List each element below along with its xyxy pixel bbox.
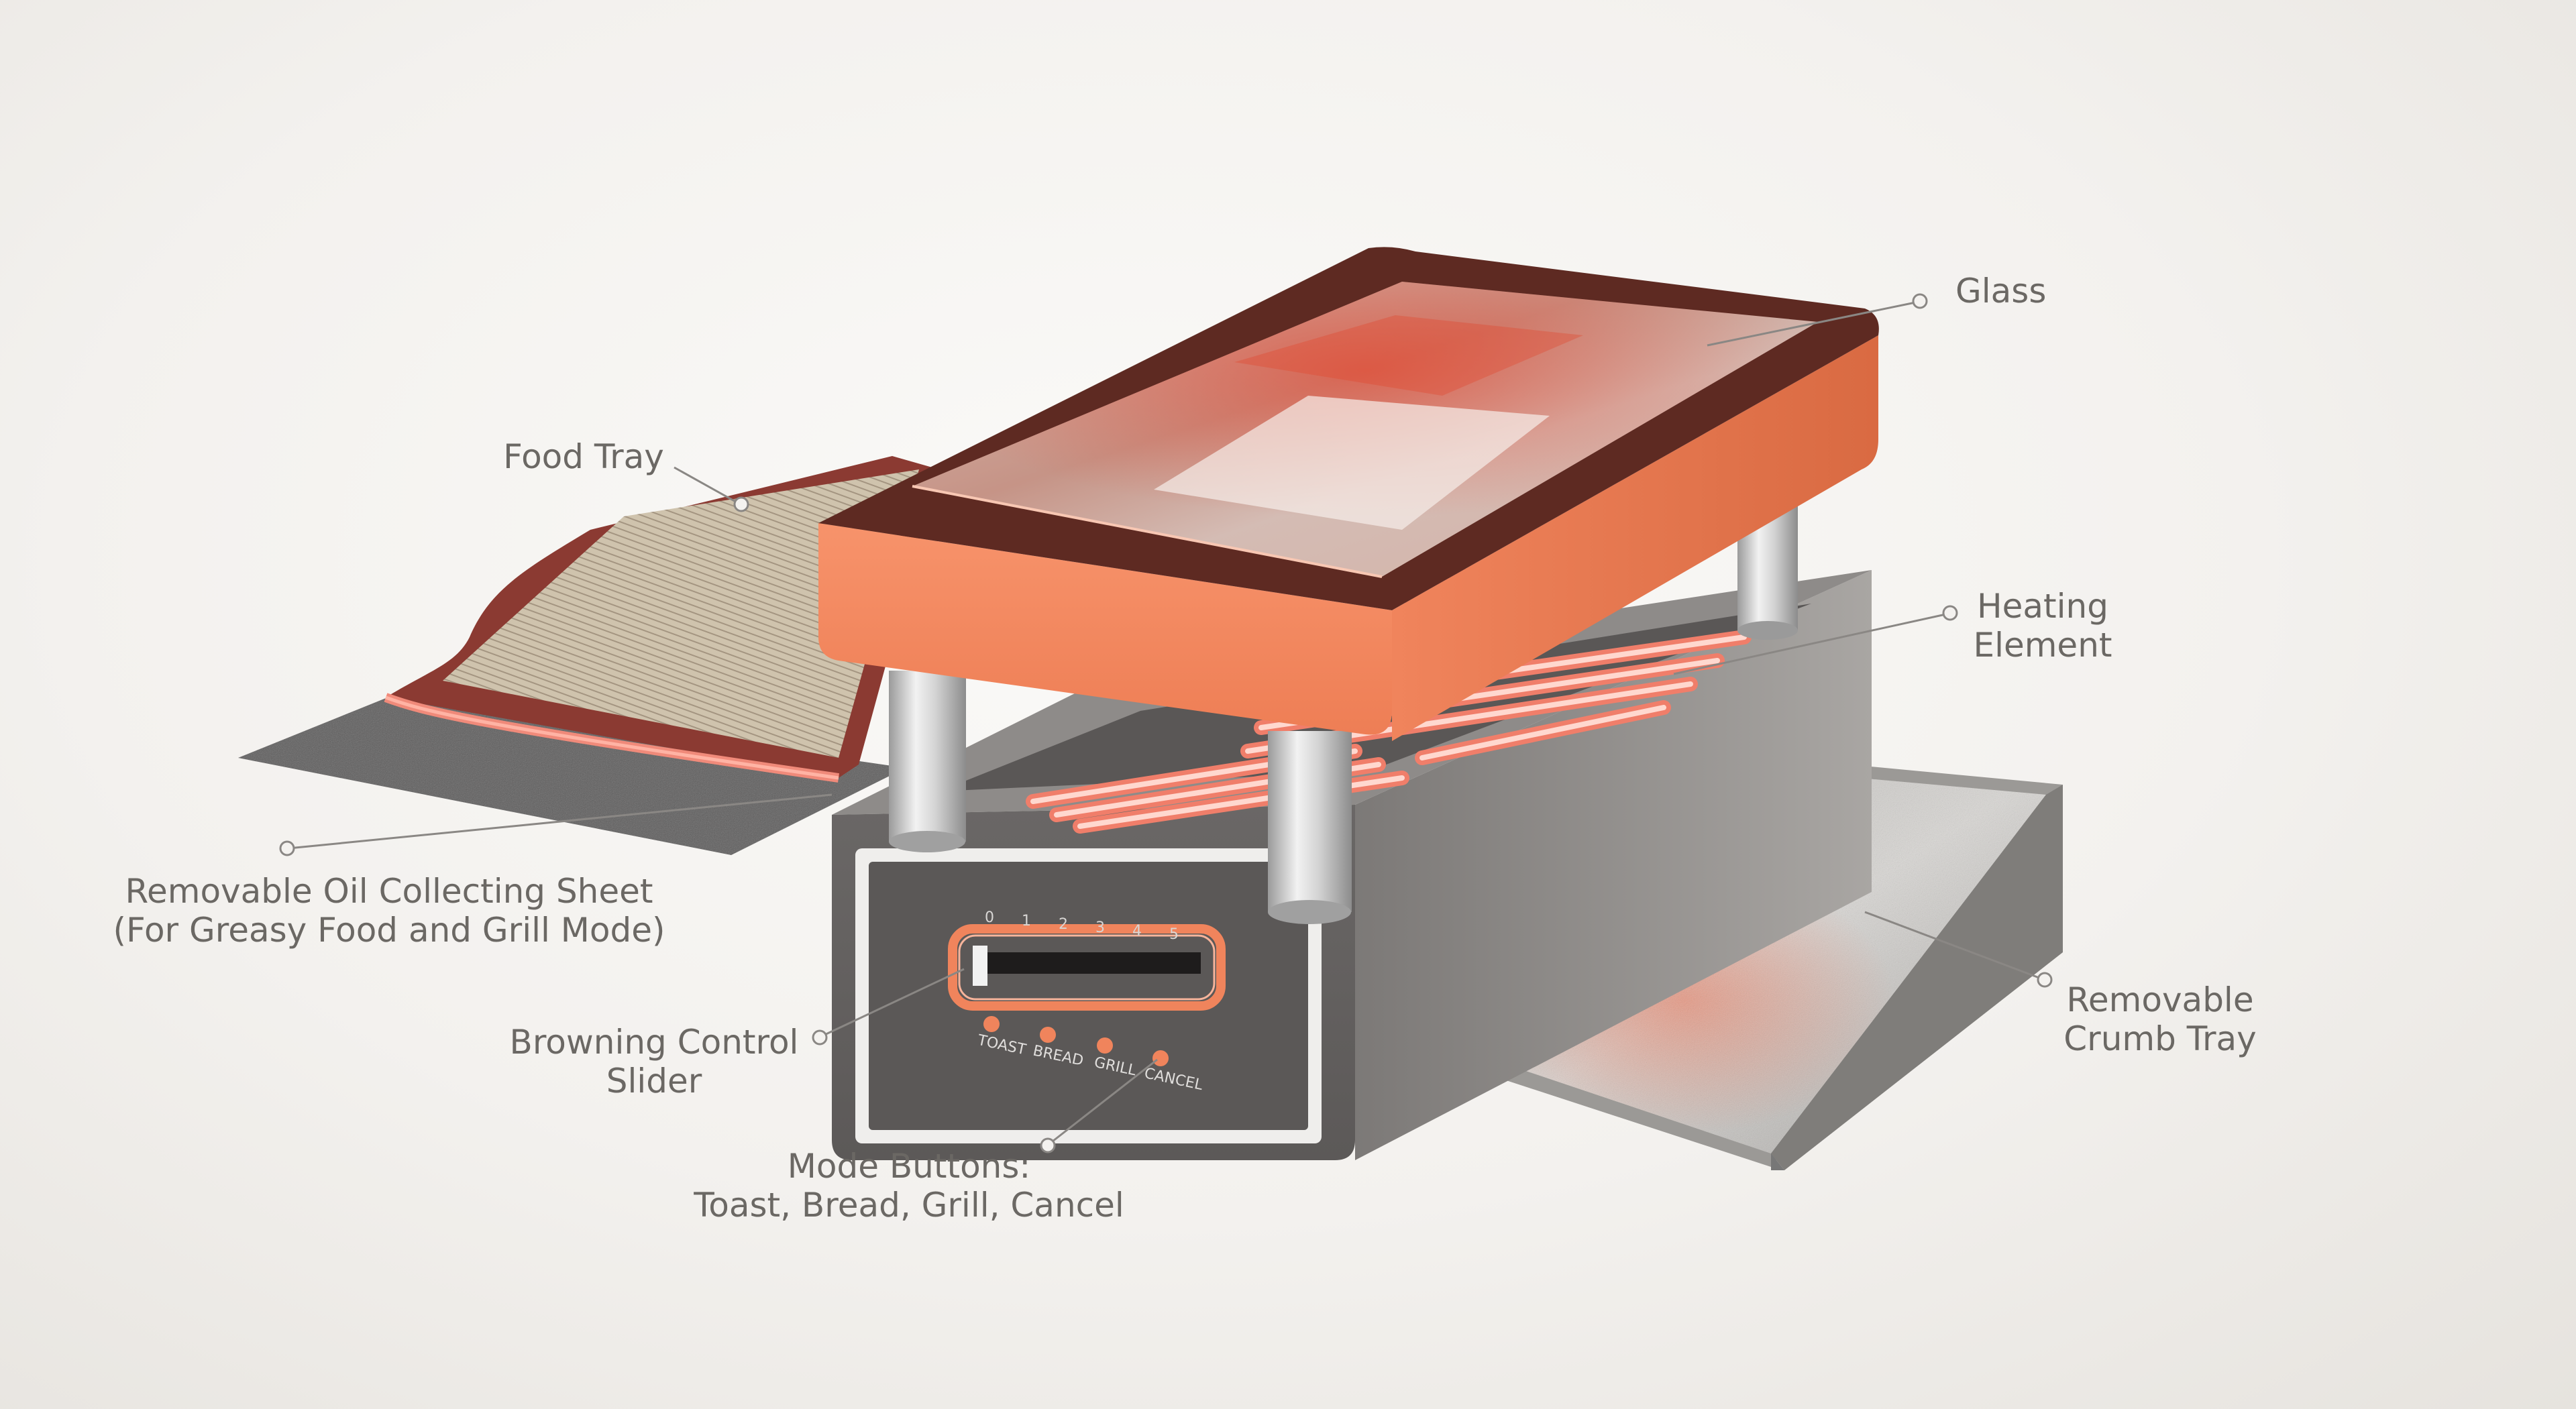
- slider-knob[interactable]: [973, 946, 987, 986]
- oil-collecting-sheet: [238, 694, 906, 855]
- label-line: Removable Oil Collecting Sheet: [125, 872, 653, 911]
- glass-lid: [818, 247, 1879, 741]
- label-line: Food Tray: [503, 437, 664, 476]
- leader-lines: [279, 293, 2053, 1153]
- label-line: (For Greasy Food and Grill Mode): [113, 911, 665, 950]
- leader-browning-slider: [821, 968, 965, 1037]
- scale-label: 0: [985, 909, 994, 926]
- label-line: Crumb Tray: [2063, 1019, 2257, 1058]
- browning-control-slider[interactable]: [948, 924, 1226, 1011]
- label-heating-element: Heating Element: [1959, 587, 2127, 665]
- label-line: Removable: [2066, 980, 2254, 1019]
- control-panel: 0 1 2 3 4 5 TOAST BREAD GRILL CANCEL: [855, 848, 1322, 1143]
- label-mode-buttons: Mode Buttons: Toast, Bread, Grill, Cance…: [681, 1147, 1137, 1225]
- scale-label: 4: [1132, 923, 1142, 940]
- label-line: Element: [1973, 626, 2112, 665]
- label-line: Mode Buttons:: [787, 1147, 1031, 1186]
- label-line: Slider: [606, 1062, 702, 1101]
- label-crumb-tray: Removable Crumb Tray: [2053, 980, 2267, 1058]
- leader-oil-sheet: [288, 793, 833, 850]
- label-oil-collecting-sheet: Removable Oil Collecting Sheet (For Grea…: [107, 872, 671, 950]
- scale-label: 5: [1169, 926, 1179, 943]
- leader-food-tray: [674, 466, 739, 504]
- scale-label: 2: [1059, 916, 1068, 933]
- leader-mode-buttons: [1049, 1058, 1158, 1145]
- label-food-tray: Food Tray: [496, 437, 671, 476]
- label-line: Browning Control: [509, 1023, 799, 1062]
- label-line: Glass: [1955, 272, 2047, 311]
- label-browning-control-slider: Browning Control Slider: [500, 1023, 808, 1101]
- leader-crumb-tray: [1864, 911, 2043, 980]
- crumb-tray: [1422, 758, 2063, 1170]
- label-glass: Glass: [1955, 272, 2046, 311]
- scale-label: 3: [1095, 919, 1105, 936]
- label-line: Heating: [1977, 587, 2108, 626]
- food-tray: [384, 456, 939, 783]
- scale-label: 1: [1022, 913, 1031, 929]
- leader-heating-element: [1673, 612, 1949, 675]
- label-line: Toast, Bread, Grill, Cancel: [694, 1186, 1124, 1225]
- leader-glass: [1707, 300, 1919, 347]
